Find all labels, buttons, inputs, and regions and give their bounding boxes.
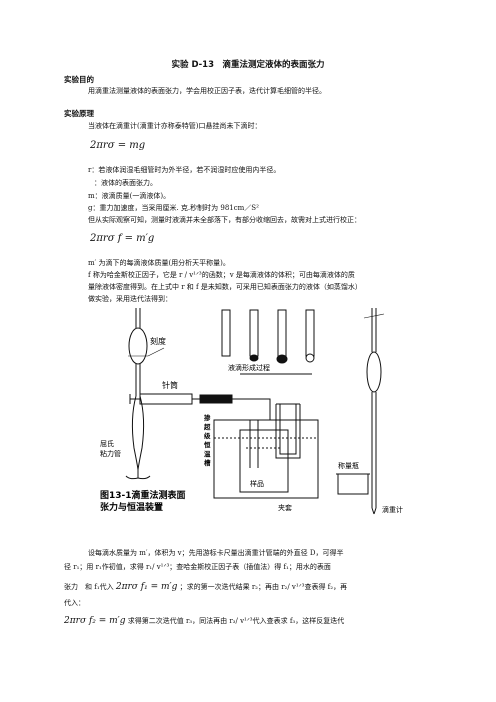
label-syringe: 针筒	[162, 380, 178, 390]
figure-caption-line2: 张力与恒温装置	[100, 501, 163, 513]
label-bath-char-4: 恒	[204, 440, 211, 449]
figure-caption-line1: 图13-1滴重法测表面	[100, 489, 186, 501]
equation-4: 2πrσ f₂ = m′g	[64, 616, 126, 626]
iteration-line5: 2πrσ f₂ = m′g 求得第二次迭代值 r₃，同法再由 r₃/ v¹ᐟ³代…	[64, 616, 464, 627]
label-droplet-process: 液滴形成过程	[228, 363, 270, 372]
label-dropper: 滴重计	[382, 505, 403, 514]
label-tait-line1: 屈氏	[100, 439, 114, 448]
purpose-text: 用滴重法测量液体的表面张力，学会用校正因子表，迭代计算毛细管的半径。	[88, 87, 326, 95]
thermostat-bath-drawing	[213, 403, 319, 499]
connecting-tube	[250, 398, 271, 420]
label-bath-char-3: 级	[203, 431, 211, 440]
m-definition: m：液滴质量(一滴液体)。	[88, 192, 171, 200]
label-bath-char-6: 槽	[204, 458, 211, 467]
apparatus-figure: 刻度 液滴形成过程 针筒 屈氏 粘力管 掺 超 级 恒 温 槽 样品 称量瓶 夹…	[100, 308, 403, 515]
iteration-line3-pre: 张力 和 f₁代入	[64, 583, 114, 591]
f-definition-line1: f 称为哈金斯校正因子，它是 r / v¹ᐟ³的函数；v 是每滴液体的体积；可由…	[88, 271, 355, 279]
iteration-line3-post: ；求的第一次迭代结果 r₂；再由 r₂/ v¹ᐟ³查表得 f₂，再	[179, 583, 348, 591]
weighing-bottle-drawing	[336, 473, 370, 495]
equation-2: 2πrσ f = m′g	[90, 233, 155, 244]
principle-intro: 当液体在滴重计(滴重计亦称泰特管)口悬挂尚未下滴时：	[88, 122, 262, 130]
syringe-drawing	[129, 393, 250, 405]
iteration-line2: 径 r₁；用 r₁作初值，求得 r₁/ v¹ᐟ³；查哈金斯校正因子表（插值法）得…	[64, 563, 331, 571]
tait-pipette-drawing	[125, 308, 165, 480]
label-bath-char-1: 掺	[204, 413, 211, 422]
label-bath-char-5: 温	[204, 449, 211, 458]
label-sample: 样品	[250, 479, 264, 488]
iteration-line4: 代入：	[64, 599, 85, 607]
label-tait-line2: 粘力管	[100, 449, 121, 458]
iteration-line5-post: 求得第二次迭代值 r₃，同法再由 r₃/ v¹ᐟ³代入查表求 f₃，这样反复迭代	[127, 617, 345, 625]
iteration-line3: 张力 和 f₁代入 2πrσ f₁ = m′g ；求的第一次迭代结果 r₂；再由…	[64, 582, 444, 593]
principle-heading: 实验原理	[64, 109, 94, 118]
droplet-formation-drawing	[221, 309, 315, 375]
iteration-line1: 设每滴水质量为 m′，体积为 v；先用游标卡尺量出滴重计管端的外直径 D，可得半	[88, 549, 344, 557]
sigma-definition: ：液体的表面张力。	[94, 179, 157, 187]
mprime-definition: m′ 为滴下的每滴液体质量(用分析天平称量)。	[88, 259, 230, 267]
equation-1: 2πrσ = mg	[90, 140, 146, 151]
label-jacket: 夹套	[278, 503, 292, 512]
f-definition-line3: 做实验，采用迭代法得到：	[88, 295, 172, 303]
purpose-heading: 实验目的	[64, 75, 94, 84]
label-weighing-bottle: 称量瓶	[338, 461, 359, 470]
g-definition: g：重力加速度，当采用厘米. 克.秒制时为 981cm／S²	[88, 204, 259, 212]
equation-3: 2πrσ f₁ = m′g	[115, 582, 178, 592]
f-definition-line2: 量除液体密度得到。在上式中 r 和 f 是未知数，可采用已知表面张力的液体（如蒸…	[88, 283, 362, 291]
label-scale: 刻度	[150, 336, 166, 346]
correction-text: 但从实际观察可知，测量时液滴并未全部落下，有部分收缩回去，故需对上式进行校正：	[88, 216, 361, 224]
r-definition: r：若液体润湿毛细管时为外半径，若不润湿时应使用内半径。	[88, 166, 281, 174]
dropper-tube-drawing	[363, 308, 385, 515]
label-bath-char-2: 超	[203, 422, 211, 431]
page-title: 实验 D-13 滴重法测定液体的表面张力	[171, 60, 325, 70]
